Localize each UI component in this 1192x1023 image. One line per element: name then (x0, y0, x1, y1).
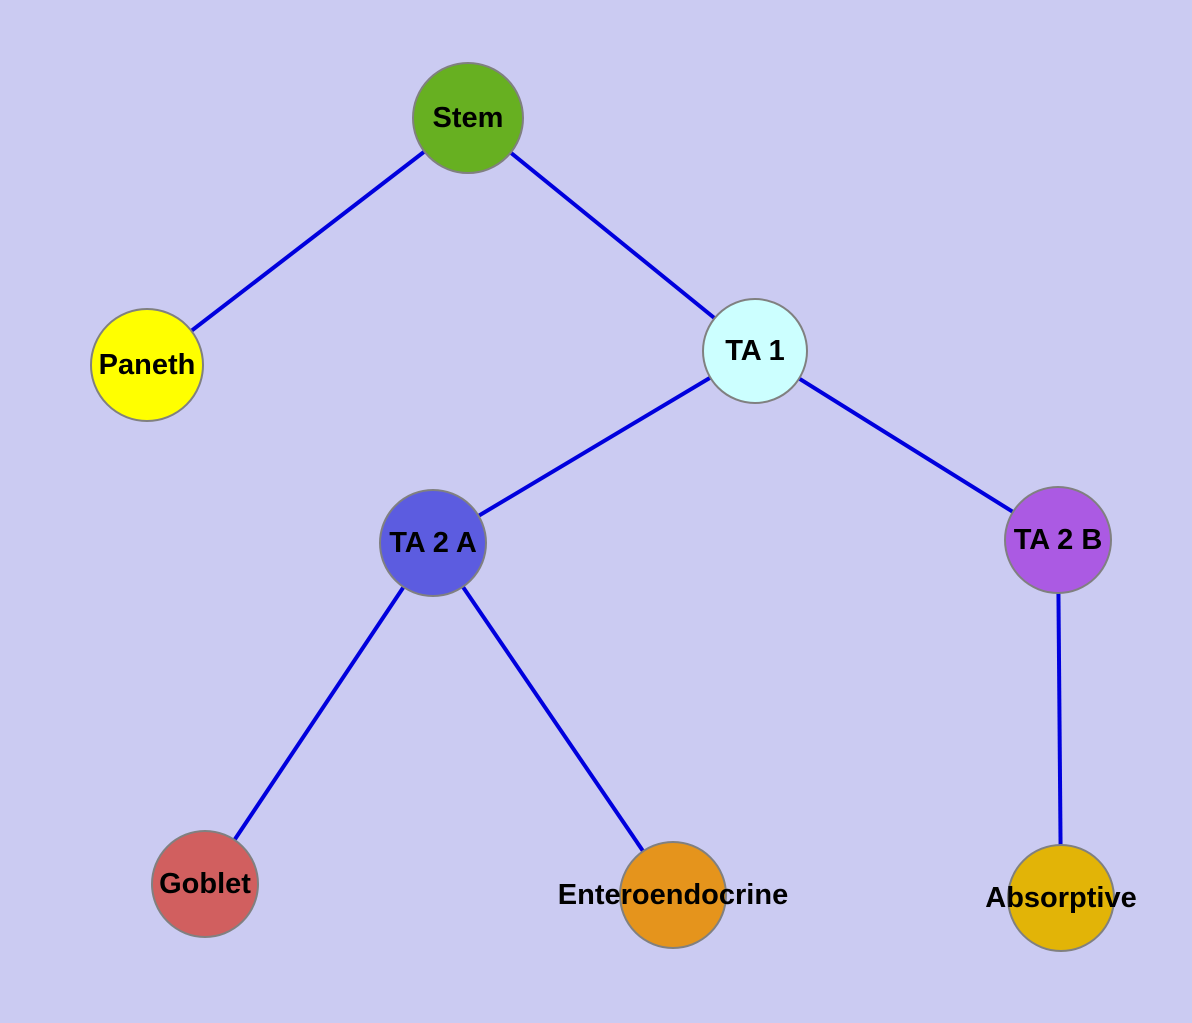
edge-ta-2-a-to-goblet (203, 541, 435, 886)
node-circle-goblet[interactable] (151, 830, 259, 938)
node-circle-ta-2-a[interactable] (379, 489, 487, 597)
node-circle-ta-1[interactable] (702, 298, 808, 404)
node-circle-absorptive[interactable] (1007, 844, 1115, 952)
edge-stem-to-paneth (145, 116, 470, 367)
node-circle-paneth[interactable] (90, 308, 204, 422)
node-circle-stem[interactable] (412, 62, 524, 174)
node-circle-ta-2-b[interactable] (1004, 486, 1112, 594)
edges-layer (145, 116, 1063, 899)
node-ta-1[interactable]: TA 1 (702, 298, 808, 404)
node-circle-enteroendocrine[interactable] (619, 841, 727, 949)
edge-stem-to-ta-1 (466, 116, 757, 353)
edge-ta-2-b-to-absorptive (1056, 539, 1063, 899)
node-ta-2-a[interactable]: TA 2 A (379, 489, 487, 597)
node-paneth[interactable]: Paneth (90, 308, 204, 422)
edge-ta-1-to-ta-2-b (753, 349, 1060, 542)
edge-ta-1-to-ta-2-a (431, 349, 757, 545)
node-stem[interactable]: Stem (412, 62, 524, 174)
node-goblet[interactable]: Goblet (151, 830, 259, 938)
edge-ta-2-a-to-enteroendocrine (431, 541, 675, 897)
node-ta-2-b[interactable]: TA 2 B (1004, 486, 1112, 594)
